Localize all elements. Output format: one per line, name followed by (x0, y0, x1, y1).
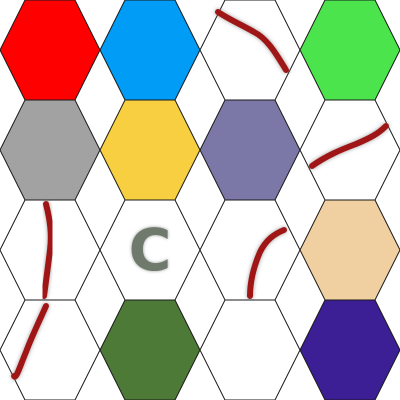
hex-tile[interactable] (299, 299, 400, 400)
hex-tile-graphic (199, 99, 301, 201)
hex-tile[interactable] (199, 199, 301, 301)
hex-shape (199, 299, 301, 400)
hex-tile-graphic (299, 299, 400, 400)
hex-tile-graphic (0, 0, 101, 101)
hex-tile[interactable] (299, 199, 400, 301)
hex-tile[interactable] (0, 0, 101, 101)
hex-tile[interactable] (0, 99, 101, 201)
hex-tile[interactable]: C (99, 199, 201, 301)
hex-tile-graphic (0, 99, 101, 201)
hex-tile-graphic (99, 299, 201, 400)
hex-tile[interactable] (0, 299, 101, 400)
hex-tile-graphic (199, 199, 301, 301)
path-segment (11, 303, 49, 380)
hex-tile[interactable] (0, 199, 101, 301)
hex-tile-graphic (99, 0, 201, 101)
hex-shape (299, 299, 400, 400)
hex-tile[interactable] (199, 299, 301, 400)
hex-tile-graphic (0, 199, 101, 301)
hex-tile-graphic (199, 299, 301, 400)
hex-tile[interactable] (199, 99, 301, 201)
path-segment (215, 9, 289, 73)
hex-tile[interactable] (99, 0, 201, 101)
hex-tile-graphic (299, 99, 400, 201)
hex-shape (199, 99, 301, 201)
hex-tile-graphic (0, 299, 101, 400)
hex-shape (99, 99, 201, 201)
hex-shape (299, 0, 400, 101)
hex-tile[interactable] (299, 99, 400, 201)
hex-shape (99, 0, 201, 101)
hex-tile[interactable] (99, 299, 201, 400)
hex-tile[interactable] (299, 0, 400, 101)
path-segment (309, 123, 389, 169)
hex-tile-graphic (299, 199, 400, 301)
hex-shape (99, 299, 201, 400)
path-segment (247, 227, 287, 299)
hex-shape (0, 99, 101, 201)
hex-tile[interactable] (99, 99, 201, 201)
hex-shape (0, 299, 101, 400)
hex-tile-graphic (199, 0, 301, 101)
hex-shape (0, 0, 101, 101)
hex-tile-graphic (299, 0, 400, 101)
path-segment (41, 201, 54, 299)
hex-tile[interactable] (199, 0, 301, 101)
hex-shape (299, 99, 400, 201)
hex-shape (199, 0, 301, 101)
hex-tile-graphic (99, 99, 201, 201)
hex-shape (299, 199, 400, 301)
tile-letter: C (128, 216, 172, 284)
